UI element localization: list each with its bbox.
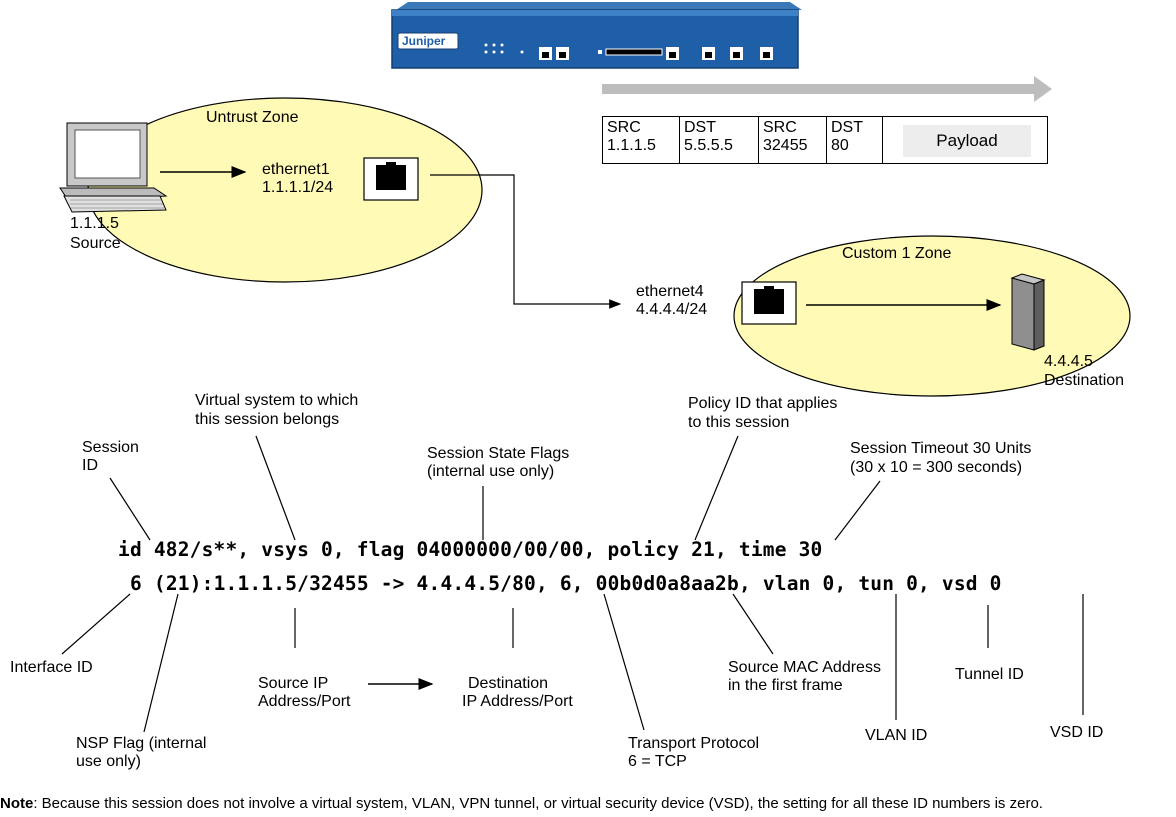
packet-dst-ip-value: 5.5.5.5 [684,137,733,154]
ethernet4-ip: 4.4.4.4/24 [636,301,708,318]
packet-dst-ip-cell: DST 5.5.5.5 [680,117,759,163]
session-id-callout-1: Session [82,439,139,456]
vlan-id-callout: VLAN ID [865,727,928,744]
custom-zone-label: Custom 1 Zone [842,245,952,262]
session-id-callout-2: ID [82,457,98,474]
source-ip-callout-2: Address/Port [258,693,351,710]
timeout-callout-2: (30 x 10 = 300 seconds) [850,459,1023,476]
packet-dst-port-value: 80 [831,137,849,154]
ethernet1-port-icon [363,157,419,201]
packet-header-table: SRC 1.1.1.5 DST 5.5.5.5 SRC 32455 DST 80… [602,116,1048,164]
packet-src-ip-cell: SRC 1.1.1.5 [603,117,680,163]
source-label: Source [70,235,121,252]
packet-dst-port-header: DST [831,119,863,136]
computer-icon [59,122,168,213]
ethernet1-ip: 1.1.1.1/24 [262,179,334,196]
footnote-text: : Because this session does not involve … [33,795,1043,812]
source-ip-label: 1.1.1.5 [70,215,119,232]
server-icon [1010,273,1046,351]
source-ip-callout-1: Source IP [258,675,329,692]
packet-src-ip-header: SRC [607,119,641,136]
transport-callout-1: Transport Protocol [628,735,760,752]
destination-ip-callout-1: Destination [468,675,549,692]
policy-callout-2: to this session [688,414,790,431]
ethernet4-port-icon [741,281,797,325]
vsys-callout-2: this session belongs [195,411,340,428]
mac-callout-1: Source MAC Address [728,659,881,676]
packet-payload-cell: Payload [883,117,1047,163]
packet-dst-port-cell: DST 80 [827,117,883,163]
packet-src-port-header: SRC [763,119,797,136]
packet-payload-label: Payload [903,125,1031,157]
vsys-callout-1: Virtual system to which [195,392,359,409]
packet-src-ip-value: 1.1.1.5 [607,137,656,154]
flags-callout-2: (internal use only) [427,463,555,480]
packet-src-port-cell: SRC 32455 [759,117,827,163]
tunnel-id-callout: Tunnel ID [955,666,1024,683]
device-port-icons [539,47,773,60]
transport-callout-2: 6 = TCP [628,753,687,770]
session-line-2: 6 (21):1.1.1.5/32455 -> 4.4.4.5/80, 6, 0… [130,572,1002,595]
footnote: Note: Because this session does not invo… [0,795,1043,812]
timeout-callout-1: Session Timeout 30 Units [850,440,1032,457]
security-device [391,2,802,69]
callout-lines [61,435,1084,733]
nsp-flag-callout-2: use only) [76,753,141,770]
packet-src-port-value: 32455 [763,137,808,154]
nsp-flag-callout-1: NSP Flag (internal [76,735,207,752]
policy-callout-1: Policy ID that applies [688,395,838,412]
interface-id-callout: Interface ID [10,659,93,676]
destination-ip-label: 4.4.4.5 [1044,353,1093,370]
device-brand-label: Juniper [402,34,446,48]
destination-label: Destination [1044,372,1125,389]
flow-arrow-icon [602,76,1052,102]
ethernet1-name: ethernet1 [262,161,330,178]
vsd-id-callout: VSD ID [1050,724,1104,741]
ethernet4-name: ethernet4 [636,283,704,300]
destination-ip-callout-2: IP Address/Port [462,693,573,710]
packet-dst-ip-header: DST [684,119,716,136]
untrust-zone-label: Untrust Zone [206,109,299,126]
session-line-1: id 482/s**, vsys 0, flag 04000000/00/00,… [118,538,823,561]
footnote-prefix: Note [0,795,34,812]
flags-callout-1: Session State Flags [427,445,570,462]
mac-callout-2: in the first frame [728,677,843,694]
